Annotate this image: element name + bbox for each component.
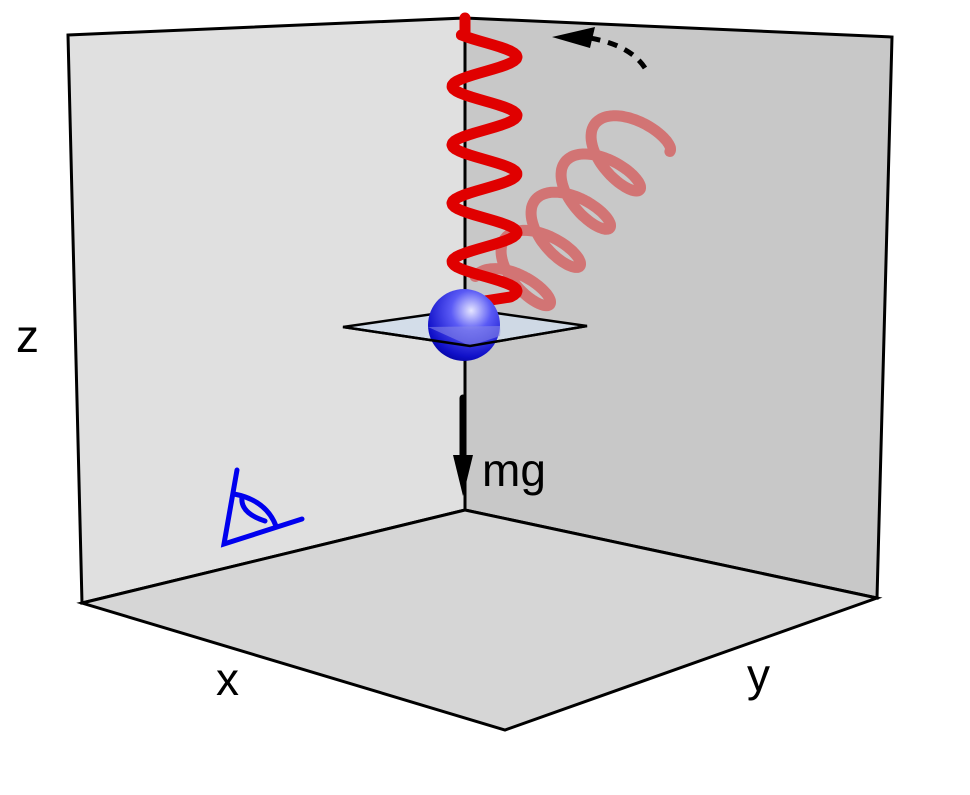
spring-coil [446,12,523,308]
gravity-force-label: mg [482,444,546,496]
y-axis-label: y [747,649,770,701]
force-arrow-head [453,455,473,496]
x-axis-label: x [216,653,239,705]
ball-plane-overlap [428,326,501,346]
eye-icon [220,467,305,548]
right-wall [463,16,894,600]
floor [76,508,883,732]
dashed-curved-arrow-icon [552,27,648,70]
spring [446,12,523,308]
z-axis-label: z [16,310,39,362]
left-wall [66,16,467,605]
ball [428,289,500,361]
plane-front-edge [342,324,588,348]
